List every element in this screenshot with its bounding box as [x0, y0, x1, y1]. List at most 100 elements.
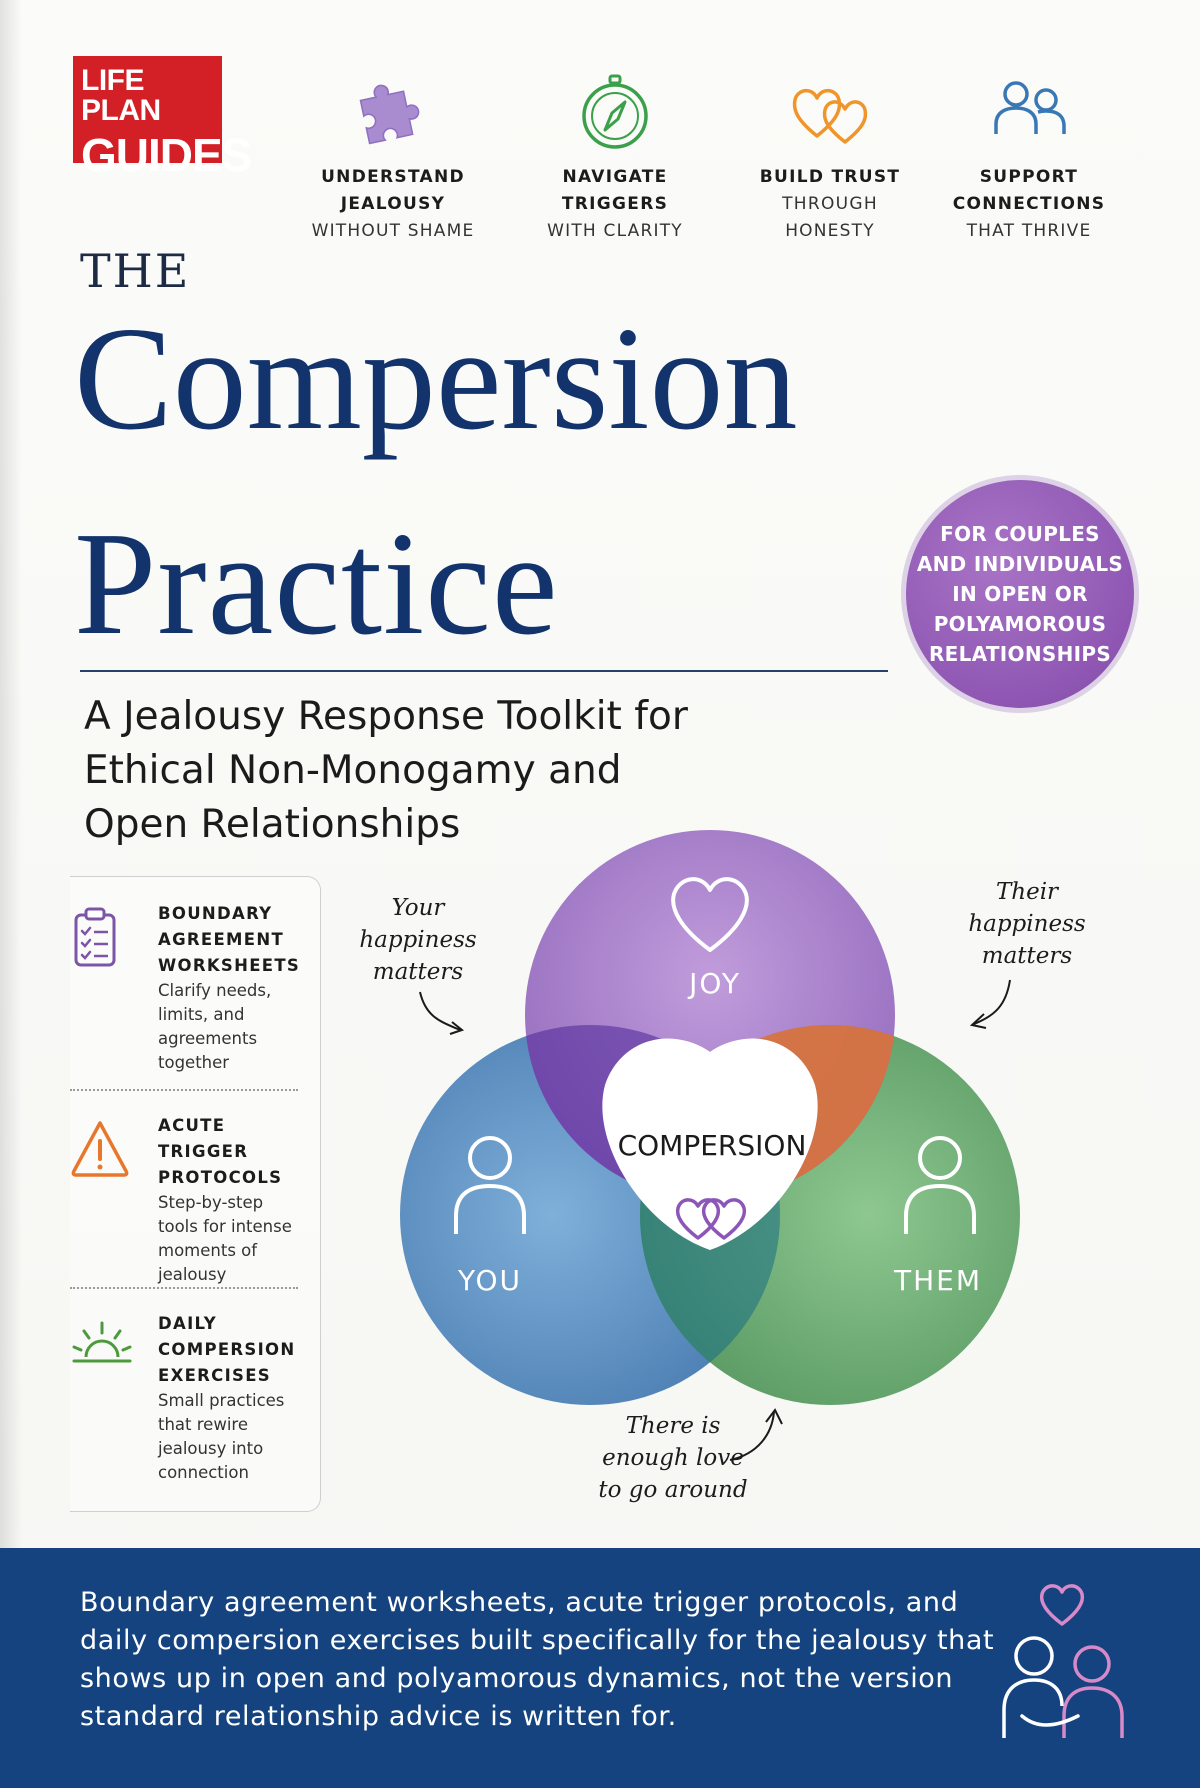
panel-item-2-desc-3: moments of — [158, 1241, 258, 1260]
title-divider — [80, 670, 888, 672]
badge-line-3: IN OPEN OR — [952, 582, 1088, 606]
note-right-line-3: matters — [981, 943, 1073, 969]
toolkit-panel: BOUNDARY AGREEMENT WORKSHEETS Clarify ne… — [70, 876, 321, 1512]
note-right-line-1: Their — [995, 879, 1059, 905]
panel-item-1-desc-1: Clarify needs, — [158, 981, 272, 1000]
panel-item-2-desc-2: tools for intense — [158, 1217, 292, 1236]
note-bottom-line-3: to go around — [598, 1477, 748, 1503]
feature-2-line-3: WITH CLARITY — [547, 221, 683, 241]
panel-item-3-desc-2: that rewire — [158, 1415, 248, 1434]
panel-item-1-desc-3: agreements — [158, 1029, 258, 1048]
brand-line-1: LIFE PLAN — [81, 64, 161, 127]
panel-item-2-text: ACUTE TRIGGER PROTOCOLS Step-by-step too… — [158, 1113, 318, 1287]
note-left-line-3: matters — [372, 959, 464, 985]
sunrise-icon — [72, 1321, 132, 1363]
feature-4-line-2: CONNECTIONS — [952, 194, 1106, 214]
panel-divider-2 — [70, 1287, 298, 1289]
arrow-right-head — [969, 1013, 987, 1029]
compass-icon — [582, 74, 648, 149]
title-line-2: Practice — [74, 502, 559, 666]
panel-item-1-desc-2: limits, and — [158, 1005, 245, 1024]
them-person-icon — [904, 1136, 976, 1234]
panel-item-1-desc-4: together — [158, 1053, 230, 1072]
feature-understand-jealousy: UNDERSTAND JEALOUSY WITHOUT SHAME — [288, 72, 498, 245]
badge-line-2: AND INDIVIDUALS — [916, 552, 1124, 576]
arrow-right — [973, 979, 1011, 1025]
badge-line-5: RELATIONSHIPS — [928, 642, 1112, 666]
joy-heart-icon — [671, 877, 749, 952]
subtitle-line-2: Ethical Non-Monogamy and — [84, 748, 622, 793]
compersion-hearts-icon — [675, 1198, 747, 1240]
feature-4-line-1: SUPPORT — [979, 167, 1079, 187]
note-enough-love: There is enough love to go around — [592, 1410, 754, 1506]
feature-navigate-triggers: NAVIGATE TRIGGERS WITH CLARITY — [510, 72, 720, 245]
panel-item-2-heading-2: PROTOCOLS — [158, 1168, 283, 1187]
note-left-line-2: happiness — [359, 927, 477, 953]
subtitle-line-3: Open Relationships — [84, 802, 461, 847]
venn-label-you: YOU — [457, 1264, 522, 1297]
feature-2-line-2: TRIGGERS — [561, 194, 669, 214]
note-their-happiness: Their happiness matters — [962, 876, 1092, 972]
footer-description: Boundary agreement worksheets, acute tri… — [80, 1584, 994, 1736]
feature-4-line-3: THAT THRIVE — [966, 221, 1092, 241]
you-person-icon — [454, 1136, 526, 1234]
panel-divider-1 — [70, 1089, 298, 1091]
audience-badge: FOR COUPLES AND INDIVIDUALS IN OPEN OR P… — [906, 480, 1134, 708]
panel-item-3-desc-3: jealousy into — [158, 1439, 264, 1458]
footer-line-4: standard relationship advice is written … — [80, 1701, 677, 1732]
panel-item-1-heading-3: WORKSHEETS — [158, 956, 301, 975]
note-bottom-line-1: There is — [625, 1413, 721, 1439]
feature-3-line-2: THROUGH — [782, 194, 878, 214]
panel-item-2-desc-1: Step-by-step — [158, 1193, 264, 1212]
panel-item-3-heading-3: EXERCISES — [158, 1366, 271, 1385]
feature-3-line-1: BUILD TRUST — [759, 167, 901, 187]
venn-label-them: THEM — [893, 1264, 982, 1297]
panel-item-2-heading-1: ACUTE TRIGGER — [158, 1116, 249, 1161]
two-hearts-icon — [792, 88, 868, 144]
feature-1-line-1: UNDERSTAND — [321, 167, 465, 187]
clipboard-checklist-icon — [74, 907, 116, 967]
panel-item-3-desc-4: connection — [158, 1463, 249, 1482]
footer-line-1: Boundary agreement worksheets, acute tri… — [80, 1587, 959, 1618]
compersion-venn-diagram: JOY YOU THEM COMPERSION — [400, 830, 1020, 1461]
panel-item-3-heading-2: COMPERSION — [158, 1340, 296, 1359]
arrow-bottom — [729, 1411, 775, 1461]
note-your-happiness: Your happiness matters — [358, 892, 478, 988]
people-icon — [994, 81, 1066, 134]
panel-item-3-desc-1: Small practices — [158, 1391, 285, 1410]
note-right-line-2: happiness — [968, 911, 1086, 937]
footer-line-3: shows up in open and polyamorous dynamic… — [80, 1663, 954, 1694]
feature-1-line-2: JEALOUSY — [340, 194, 446, 214]
title-line-1: Compersion — [74, 297, 798, 461]
panel-item-1-heading-1: BOUNDARY — [158, 904, 273, 923]
panel-item-1-text: BOUNDARY AGREEMENT WORKSHEETS Clarify ne… — [158, 901, 318, 1075]
venn-label-joy: JOY — [687, 967, 741, 1000]
panel-item-3-text: DAILY COMPERSION EXERCISES Small practic… — [158, 1311, 318, 1485]
footer-band: Boundary agreement worksheets, acute tri… — [0, 1548, 1200, 1788]
panel-item-3-heading-1: DAILY — [158, 1314, 217, 1333]
warning-icon — [71, 1121, 129, 1177]
note-bottom-line-2: enough love — [602, 1445, 744, 1471]
feature-3-line-3: HONESTY — [785, 221, 875, 241]
venn-center-fill — [602, 1038, 818, 1250]
feature-support-connections: SUPPORT CONNECTIONS THAT THRIVE — [924, 72, 1134, 245]
panel-item-2-desc-4: jealousy — [158, 1265, 227, 1284]
subtitle-line-1: A Jealousy Response Toolkit for — [84, 694, 688, 739]
badge-line-1: FOR COUPLES — [940, 522, 1100, 546]
title-prefix: THE — [80, 244, 191, 298]
arrow-bottom-head — [765, 1408, 783, 1425]
feature-2-line-1: NAVIGATE — [562, 167, 668, 187]
puzzle-icon — [359, 84, 420, 145]
brand-logo: LIFE PLAN GUIDES — [73, 56, 252, 178]
feature-build-trust: BUILD TRUST THROUGH HONESTY — [725, 72, 935, 245]
venn-label-compersion: COMPERSION — [618, 1129, 807, 1162]
note-left-line-1: Your — [391, 895, 445, 921]
arrow-left-head — [449, 1021, 465, 1035]
subtitle: A Jealousy Response Toolkit for Ethical … — [84, 690, 844, 852]
panel-item-1-heading-2: AGREEMENT — [158, 930, 285, 949]
couple-heart-icon — [1002, 1584, 1124, 1738]
badge-line-4: POLYAMOROUS — [933, 612, 1107, 636]
brand-line-2: GUIDES — [81, 129, 252, 181]
arrow-left — [419, 991, 461, 1031]
